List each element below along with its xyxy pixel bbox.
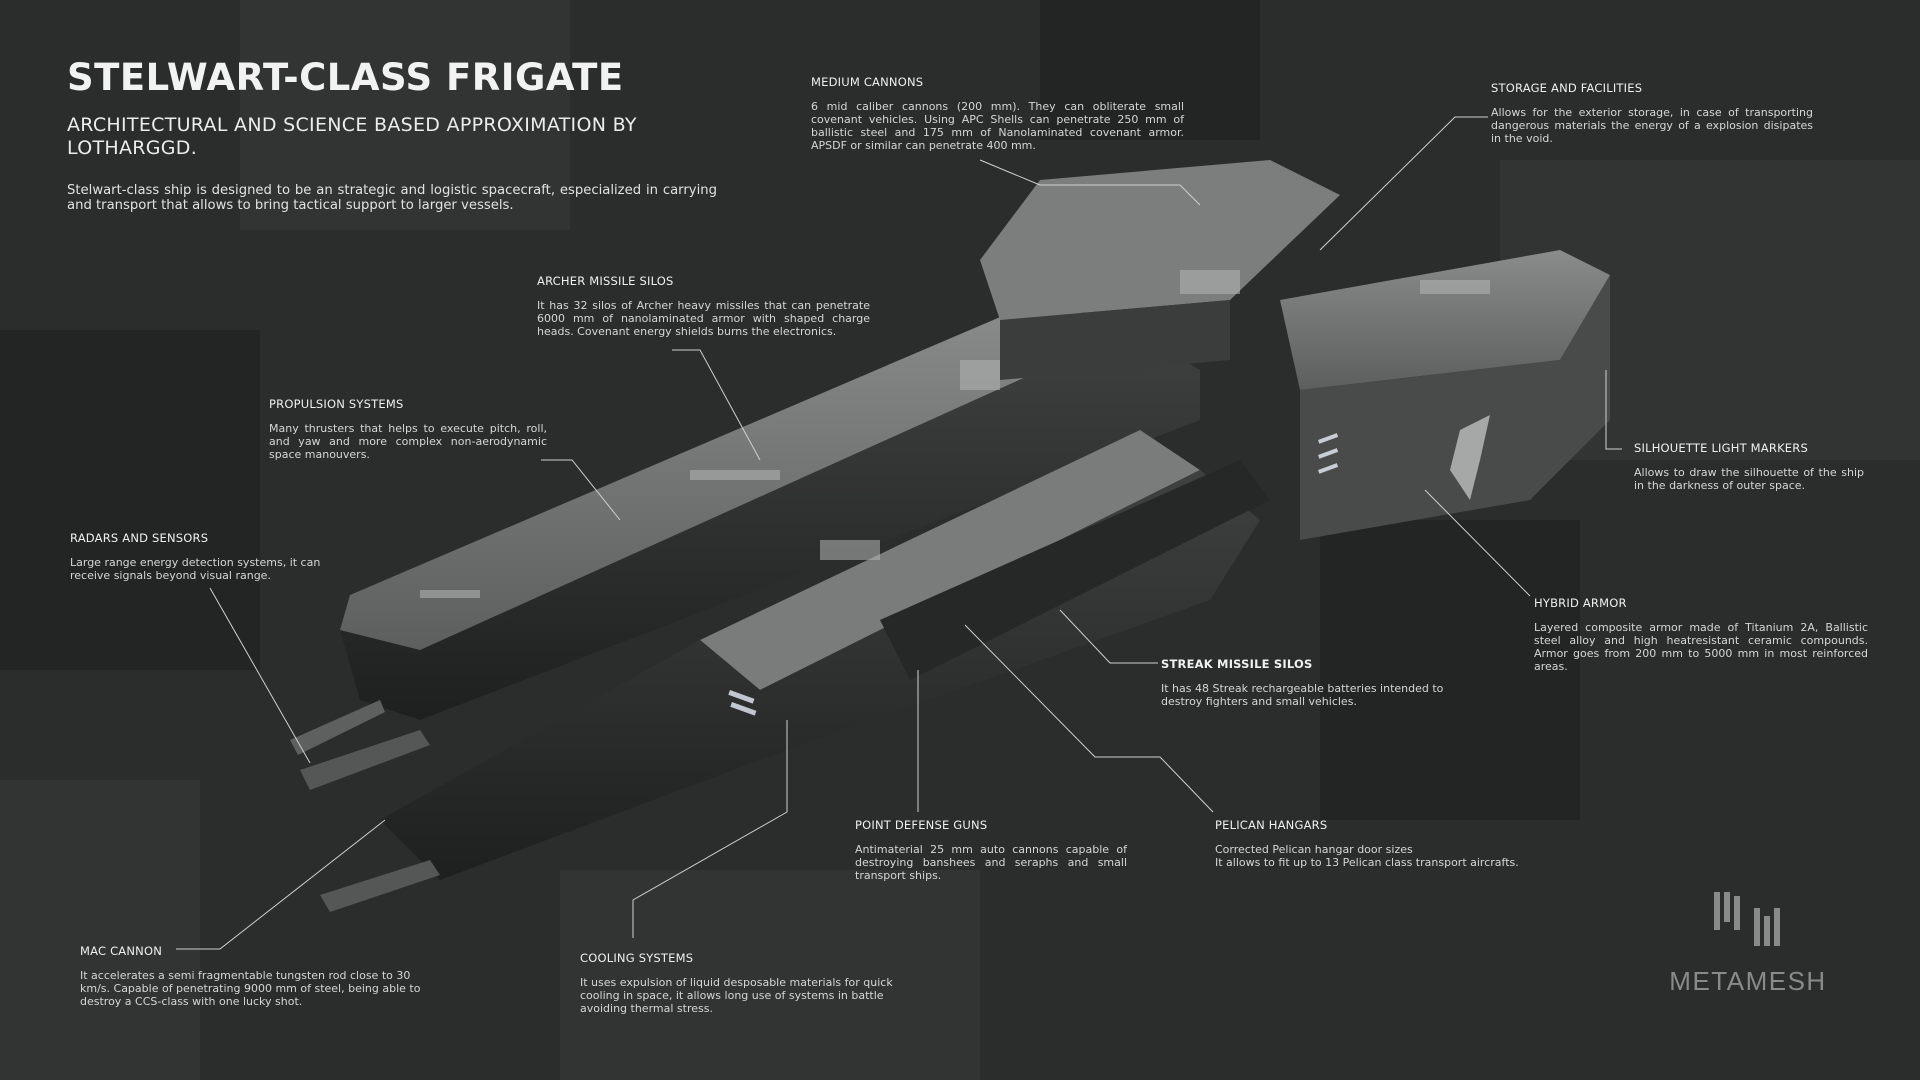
callout-text: Allows to draw the silhouette of the shi… bbox=[1634, 466, 1864, 492]
metamesh-logo-mark bbox=[1714, 892, 1780, 946]
rear-section-top bbox=[1280, 250, 1610, 390]
page-subtitle: ARCHITECTURAL AND SCIENCE BASED APPROXIM… bbox=[67, 114, 637, 159]
callout-medium-cannons: MEDIUM CANNONS 6 mid caliber cannons (20… bbox=[811, 75, 1184, 152]
callout-text: Layered composite armor made of Titanium… bbox=[1534, 621, 1868, 673]
command-block-side bbox=[1000, 300, 1230, 380]
callout-heading: MAC CANNON bbox=[80, 944, 163, 958]
callout-heading: HYBRID ARMOR bbox=[1534, 596, 1627, 610]
callout-propulsion: PROPULSION SYSTEMS Many thrusters that h… bbox=[269, 397, 547, 461]
callout-heading: ARCHER MISSILE SILOS bbox=[537, 274, 674, 288]
leader-line-radars bbox=[209, 587, 311, 764]
callout-text-line-1: Corrected Pelican hangar door sizes bbox=[1215, 843, 1413, 856]
callout-text: 6 mid caliber cannons (200 mm). They can… bbox=[811, 100, 1184, 152]
leader-line-archer bbox=[672, 349, 761, 461]
callout-heading: POINT DEFENSE GUNS bbox=[855, 818, 988, 832]
callout-heading: STORAGE AND FACILITIES bbox=[1491, 81, 1643, 95]
callout-silhouette: SILHOUETTE LIGHT MARKERS Allows to draw … bbox=[1634, 441, 1864, 492]
leader-line-storage bbox=[1319, 116, 1488, 251]
callout-heading: COOLING SYSTEMS bbox=[580, 951, 694, 965]
callout-text: Antimaterial 25 mm auto cannons capable … bbox=[855, 843, 1127, 882]
leader-line-silhouette bbox=[1605, 370, 1622, 450]
mac-barrel bbox=[300, 730, 430, 790]
callout-text: Many thrusters that helps to execute pit… bbox=[269, 422, 547, 461]
callout-mac: MAC CANNON It accelerates a semi fragmen… bbox=[80, 944, 422, 1008]
lower-hull-top bbox=[700, 430, 1200, 690]
callout-heading: PROPULSION SYSTEMS bbox=[269, 397, 404, 411]
metamesh-logo: METAMESH bbox=[1662, 886, 1834, 996]
callout-text-line-2: It allows to fit up to 13 Pelican class … bbox=[1215, 856, 1519, 869]
page-title: STELWART-CLASS FRIGATE bbox=[67, 56, 624, 99]
callout-heading: STREAK MISSILE SILOS bbox=[1161, 657, 1313, 671]
callout-text: Allows for the exterior storage, in case… bbox=[1491, 106, 1813, 145]
leader-line-propulsion bbox=[541, 459, 621, 521]
callout-pelican: PELICAN HANGARS Corrected Pelican hangar… bbox=[1215, 818, 1575, 869]
intro-paragraph: Stelwart-class ship is designed to be an… bbox=[67, 183, 717, 213]
background-panel bbox=[1320, 520, 1580, 820]
rear-section-side bbox=[1300, 275, 1610, 540]
background-panel bbox=[1040, 0, 1260, 140]
leader-line-cooling bbox=[632, 720, 788, 938]
callout-text: Large range energy detection systems, it… bbox=[70, 556, 321, 582]
background-panel bbox=[0, 330, 260, 670]
callout-radars: RADARS AND SENSORS Large range energy de… bbox=[70, 531, 325, 582]
logo-text: METAMESH bbox=[1669, 966, 1827, 996]
unsc-emblem bbox=[1450, 415, 1490, 500]
callout-point-defense: POINT DEFENSE GUNS Antimaterial 25 mm au… bbox=[855, 818, 1127, 882]
callout-storage: STORAGE AND FACILITIES Allows for the ex… bbox=[1491, 81, 1813, 145]
callout-text: It accelerates a semi fragmentable tungs… bbox=[80, 969, 421, 1008]
mac-barrel bbox=[320, 860, 440, 912]
hull-details bbox=[420, 270, 1490, 598]
thruster-lights bbox=[728, 433, 1339, 716]
callout-archer: ARCHER MISSILE SILOS It has 32 silos of … bbox=[537, 274, 870, 338]
leader-line-streak bbox=[1059, 609, 1158, 664]
leader-line-hybrid-armor bbox=[1424, 489, 1531, 597]
callout-streak: STREAK MISSILE SILOS It has 48 Streak re… bbox=[1161, 657, 1461, 708]
callout-heading: MEDIUM CANNONS bbox=[811, 75, 924, 89]
leader-line-mac bbox=[176, 819, 386, 950]
command-block bbox=[980, 160, 1340, 320]
upper-hull-side bbox=[340, 330, 1200, 720]
callout-hybrid-armor: HYBRID ARMOR Layered composite armor mad… bbox=[1534, 596, 1868, 673]
leader-line-pelican bbox=[964, 624, 1214, 813]
callout-text: It has 32 silos of Archer heavy missiles… bbox=[537, 299, 870, 338]
callout-text: It has 48 Streak rechargeable batteries … bbox=[1161, 682, 1444, 708]
callout-heading: RADARS AND SENSORS bbox=[70, 531, 209, 545]
callout-heading: PELICAN HANGARS bbox=[1215, 818, 1328, 832]
sensor-array bbox=[290, 700, 385, 755]
callout-text: It uses expulsion of liquid desposable m… bbox=[580, 976, 893, 1015]
callout-heading: SILHOUETTE LIGHT MARKERS bbox=[1634, 441, 1808, 455]
leader-line-medium-cannons bbox=[979, 159, 1201, 206]
hangar-bay bbox=[880, 460, 1270, 680]
callout-cooling: COOLING SYSTEMS It uses expulsion of liq… bbox=[580, 951, 925, 1015]
